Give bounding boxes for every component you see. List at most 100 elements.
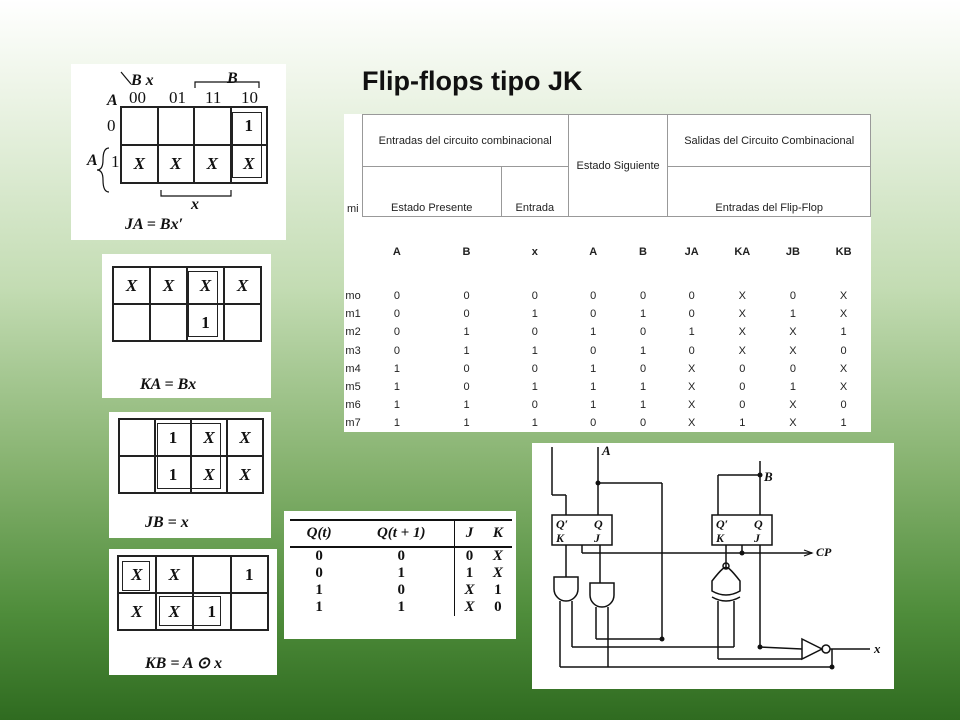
table-cell: X	[839, 290, 848, 303]
table-cell: X	[454, 582, 484, 599]
ff2-qbar: Q′	[716, 517, 729, 531]
table-cell: X	[688, 362, 696, 375]
table-cell: 1	[463, 398, 470, 411]
table-cell: X	[839, 380, 848, 393]
table-cell: 0	[397, 582, 405, 598]
kmap-cell	[120, 457, 154, 492]
table-cell: 0	[531, 398, 538, 411]
table-cell: 0	[590, 290, 597, 303]
kmap-cell: X	[119, 557, 155, 592]
table-cell: 0	[531, 362, 538, 375]
table-cell: 1	[315, 582, 323, 598]
truth-table-panel: Entradas del circuito combinacional Esta…	[344, 114, 871, 432]
circuit-label-b: B	[764, 469, 773, 484]
kmap-cell: X	[119, 594, 155, 629]
kmap-cell: X	[228, 457, 262, 492]
table-cell: 1	[639, 398, 647, 411]
table-cell: 0	[393, 326, 400, 339]
kmap-cell: X	[156, 594, 192, 629]
table-cell: 0	[739, 398, 746, 411]
row-minterm: m5	[345, 380, 361, 393]
and-gate-2	[589, 582, 615, 608]
kmap-cell: X	[114, 268, 149, 303]
kmap-cell: X	[156, 557, 192, 592]
sub-input-header: Entrada	[500, 166, 569, 217]
table-cell: 1	[590, 380, 597, 393]
row-minterm: m1	[345, 308, 361, 321]
table-cell: 1	[590, 362, 597, 375]
table-cell: 1	[494, 582, 502, 598]
ff1-qbar: Q′	[556, 517, 569, 531]
table-cell: 1	[639, 380, 647, 393]
table-cell: X	[738, 344, 746, 357]
table-cell: X	[688, 380, 696, 393]
table-cell: 0	[639, 326, 647, 339]
table-cell: 1	[639, 308, 647, 321]
kmap-cell	[122, 108, 157, 144]
table-cell: 0	[590, 308, 597, 321]
table-cell: X	[688, 398, 696, 411]
table-cell: 0	[688, 290, 695, 303]
table-cell: 0	[531, 290, 538, 303]
table-cell: 0	[639, 416, 647, 429]
table-cell: 0	[739, 362, 746, 375]
kmap-cell: X	[158, 146, 193, 182]
table-cell: 1	[463, 344, 470, 357]
table-cell: 0	[590, 416, 597, 429]
table-cell: 0	[688, 308, 695, 321]
col-header: KA	[734, 246, 751, 259]
table-cell: 0	[463, 290, 470, 303]
kmap-ka-panel: X X X X 1 KA = Bx	[102, 254, 271, 398]
kmap-cell	[151, 305, 186, 340]
table-cell: 1	[393, 362, 400, 375]
table-cell: 0	[454, 547, 484, 565]
table-cell: 0	[789, 290, 796, 303]
table-cell: 0	[840, 344, 847, 357]
group-next-header: Estado Siguiente	[567, 114, 669, 217]
kmap-group-box	[188, 271, 218, 337]
jk-header-qt1: Q(t + 1)	[348, 519, 455, 548]
table-cell: 1	[531, 416, 538, 429]
col-header: A	[392, 246, 401, 259]
table-cell: 0	[463, 380, 470, 393]
table-cell: 1	[454, 565, 484, 582]
table-cell: 1	[590, 326, 597, 339]
kmap-cell: 1	[156, 420, 190, 455]
col-header: A	[589, 246, 598, 259]
kmap-row-0: 0	[107, 116, 116, 135]
kmap-cell: X	[228, 420, 262, 455]
col-mi-header: mi	[346, 202, 359, 215]
table-cell: 0	[393, 344, 400, 357]
kmap-col-11: 11	[205, 88, 222, 107]
kmap-kb-panel: X X 1 X X 1 KB = A ⊙ x	[109, 549, 277, 675]
table-cell: X	[789, 416, 797, 429]
ff1-k: K	[556, 531, 565, 545]
kmap-var-bx: B x	[131, 72, 154, 89]
row-minterm: m3	[345, 344, 361, 357]
row-minterm: m7	[345, 416, 361, 429]
table-cell: 0	[590, 344, 597, 357]
and-gate-1	[553, 576, 579, 602]
kmap-kb-grid: X X 1 X X 1	[117, 555, 269, 631]
kmap-cell: X	[225, 268, 260, 303]
table-cell: 0	[494, 599, 502, 615]
kmap-cell	[195, 108, 230, 144]
ff2-j: J	[754, 531, 760, 545]
col-header: B	[639, 246, 647, 259]
table-cell: 1	[393, 398, 400, 411]
kmap-ja-brackets	[96, 71, 260, 197]
kmap-group-box	[159, 596, 221, 626]
table-cell: 0	[739, 380, 746, 393]
table-cell: 1	[531, 308, 538, 321]
table-cell: 1	[397, 599, 405, 615]
kmap-var-b: B	[227, 70, 238, 87]
kmap-group-box	[122, 561, 150, 591]
kmap-ja-equation: JA = Bx′	[125, 216, 184, 233]
column-header-row: A B x A B JA KA JB KB	[344, 217, 871, 288]
jk-header-qt: Q(t)	[290, 519, 349, 548]
ff2-q: Q	[754, 517, 763, 531]
